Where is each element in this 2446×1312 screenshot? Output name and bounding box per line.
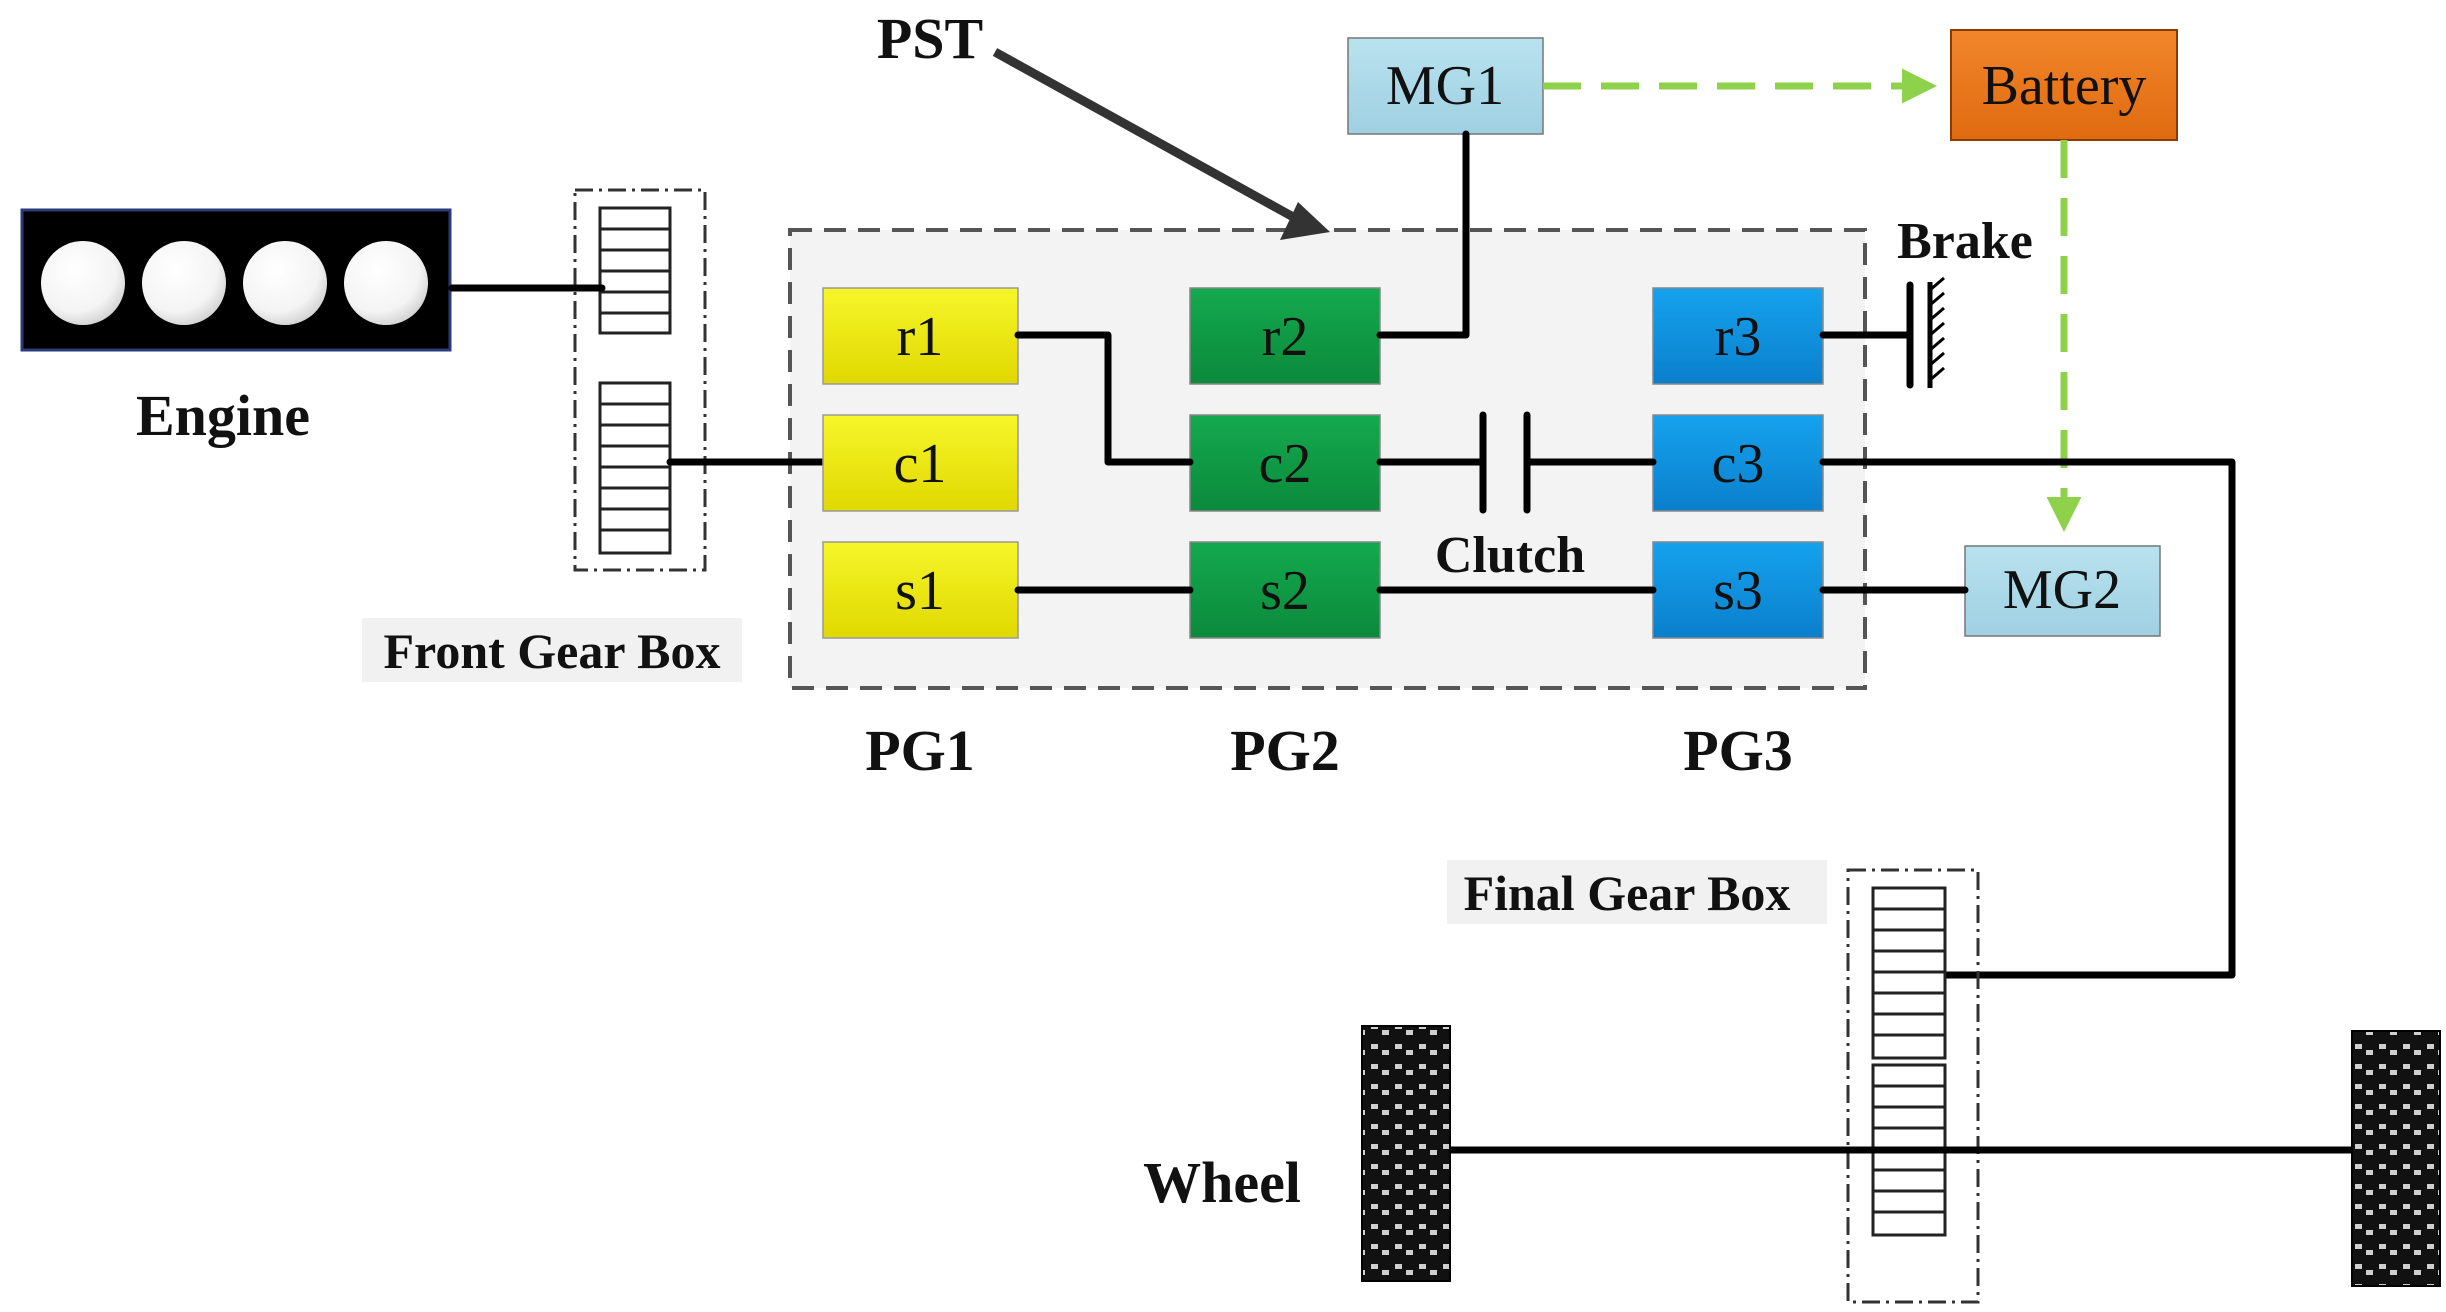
wheel-left-icon xyxy=(1361,1025,1451,1282)
gear-s3 xyxy=(1652,541,1824,639)
pst-arrowhead xyxy=(1280,202,1330,240)
gear-r3-label: r3 xyxy=(1715,306,1762,368)
cylinder-icon xyxy=(344,241,428,325)
gear-r3 xyxy=(1652,287,1824,385)
gear-s1-label: s1 xyxy=(895,560,945,622)
r1-c2-link xyxy=(1014,331,1194,466)
mg1-box xyxy=(1347,37,1544,135)
cylinder-icon xyxy=(142,241,226,325)
gear-r2 xyxy=(1189,287,1381,385)
mg2-box xyxy=(1964,545,2161,637)
front-gear-box xyxy=(573,188,707,572)
engine-label: Engine xyxy=(136,383,310,448)
gear-s2-label: s2 xyxy=(1260,560,1310,622)
c3-output-shaft xyxy=(1819,458,2236,979)
gear-c1-label: c1 xyxy=(894,433,947,495)
engine-block xyxy=(20,208,452,352)
gear-teeth-icon xyxy=(600,227,670,532)
gear-c1 xyxy=(822,414,1019,512)
brake-label: Brake xyxy=(1897,213,2033,270)
cylinder-icon xyxy=(243,241,327,325)
battery-label: Battery xyxy=(1982,55,2147,117)
final-gear-box-label: Final Gear Box xyxy=(1464,865,1791,921)
pg3-label: PG3 xyxy=(1683,718,1793,783)
mg2-label: MG2 xyxy=(2003,559,2121,621)
battery-box xyxy=(1950,29,2178,141)
pg1-label: PG1 xyxy=(865,718,975,783)
final-gear-box xyxy=(1846,868,1980,1304)
mg1-r2-link xyxy=(1376,130,1470,339)
brake-icon xyxy=(1906,276,1945,389)
wheel-right-icon xyxy=(2351,1030,2441,1287)
cylinder-icon xyxy=(41,241,125,325)
pst-label: PST xyxy=(877,6,983,71)
gear-c2 xyxy=(1189,414,1381,512)
gear-c3-label: c3 xyxy=(1712,433,1765,495)
gear-s1 xyxy=(822,541,1019,639)
gear-r1-label: r1 xyxy=(897,306,944,368)
gear-s3-label: s3 xyxy=(1713,560,1763,622)
gear-s2 xyxy=(1189,541,1381,639)
gear-r2-label: r2 xyxy=(1262,306,1309,368)
wheel-label: Wheel xyxy=(1143,1150,1301,1215)
clutch-icon xyxy=(1479,411,1531,514)
mg1-label: MG1 xyxy=(1386,55,1504,117)
pst-arrow xyxy=(992,48,1298,222)
front-gear-box-label: Front Gear Box xyxy=(383,623,720,679)
pg2-label: PG2 xyxy=(1230,718,1340,783)
clutch-label: Clutch xyxy=(1435,527,1585,584)
gear-c2-label: c2 xyxy=(1259,433,1312,495)
